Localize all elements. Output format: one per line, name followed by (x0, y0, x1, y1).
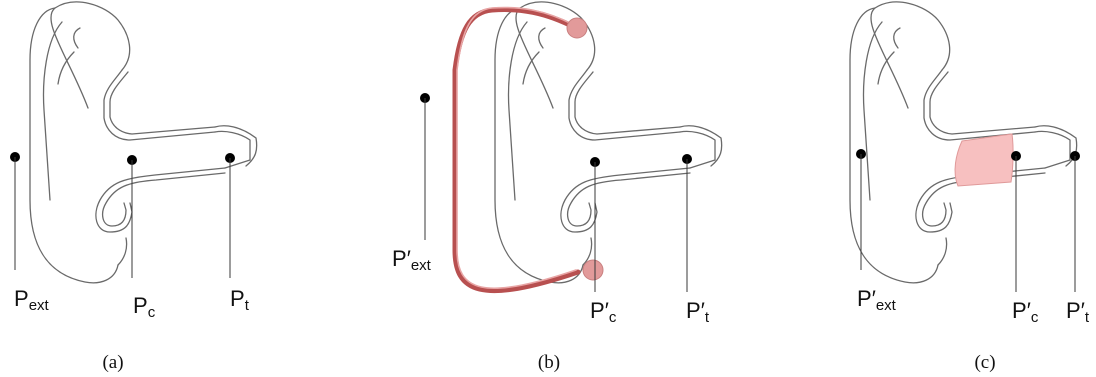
tube-highlight (457, 8, 576, 289)
label-p-ext: P′ext (392, 246, 432, 274)
label-p-ext: Pext (14, 286, 50, 314)
label-p-c: Pc (133, 293, 156, 321)
label-p-ext: P′ext (857, 286, 897, 314)
measurement-tube (455, 10, 578, 291)
tube-lower-tip (583, 260, 603, 280)
ear-canal-plug (955, 134, 1013, 186)
caption-c: (c) (974, 352, 995, 373)
ear-outline (30, 2, 257, 283)
panel-a: Pext Pc Pt (a) (10, 2, 257, 373)
label-p-t: Pt (230, 286, 250, 314)
tube-upper-tip (567, 18, 587, 38)
label-p-c: P′c (590, 298, 617, 326)
panel-b: P′ext P′c P′t (b) (392, 2, 722, 373)
caption-a: (a) (102, 352, 123, 373)
caption-b: (b) (538, 352, 560, 373)
label-p-c: P′c (1012, 298, 1039, 326)
ear-outline (495, 2, 722, 283)
panel-c: P′ext P′c P′t (c) (850, 2, 1090, 373)
label-p-t: P′t (686, 298, 710, 326)
label-p-t: P′t (1066, 298, 1090, 326)
